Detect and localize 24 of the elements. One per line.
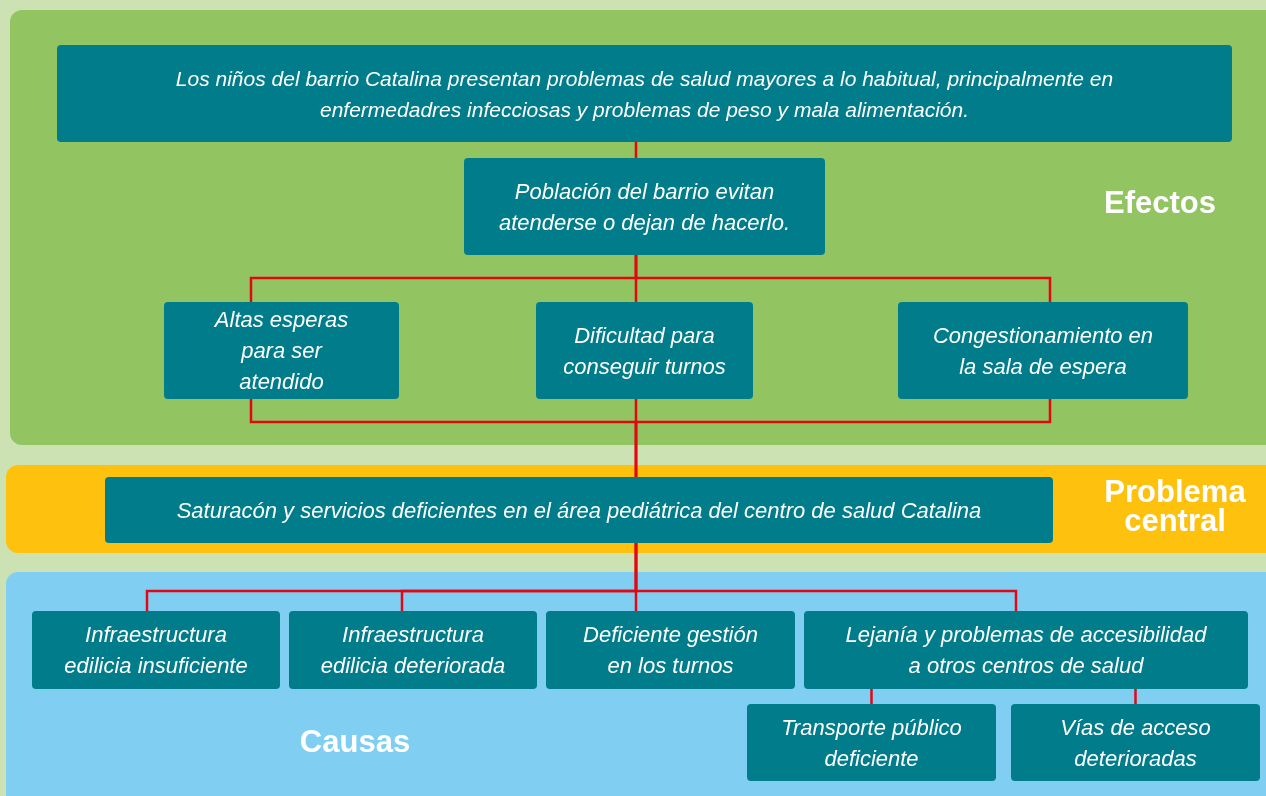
connector-line [1134, 689, 1137, 704]
statement-box: Transporte público deficiente [747, 704, 996, 781]
statement-box: Saturacón y servicios deficientes en el área pediátrica del centro de salud Catalina [105, 477, 1053, 543]
connector-line [634, 543, 1018, 611]
statement-box: Población del barrio evitan atenderse o dejan de hacerlo. [464, 158, 825, 255]
statement-box: Infraestructura edilicia insuficiente [32, 611, 280, 689]
connector-line [870, 689, 873, 704]
connector-line [634, 255, 1052, 302]
causes-band [6, 572, 1266, 796]
statement-box: Infraestructura edilicia deteriorada [289, 611, 537, 689]
effects-band [10, 10, 1266, 445]
connector-line [634, 399, 1052, 477]
statement-box: Congestionamiento en la sala de espera [898, 302, 1188, 399]
statement-box: Lejanía y problemas de accesibilidad a otros centros de salud [804, 611, 1248, 689]
statement-box: Altas esperas para ser atendido [164, 302, 399, 399]
statement-box: Los niños del barrio Catalina presentan problemas de salud mayores a lo habitual, principalmente en enfermedadres infecciosas y problemas de peso y mala alimentación. [57, 45, 1232, 142]
connector-line [634, 142, 638, 158]
problem-band [6, 465, 1266, 553]
statement-box: Deficiente gestión en los turnos [546, 611, 795, 689]
section-label: Causas [298, 727, 412, 756]
section-label: Problema central [1103, 477, 1247, 535]
statement-box: Vías de acceso deterioradas [1011, 704, 1260, 781]
statement-box: Dificultad para conseguir turnos [536, 302, 753, 399]
section-label: Efectos [1103, 188, 1217, 217]
